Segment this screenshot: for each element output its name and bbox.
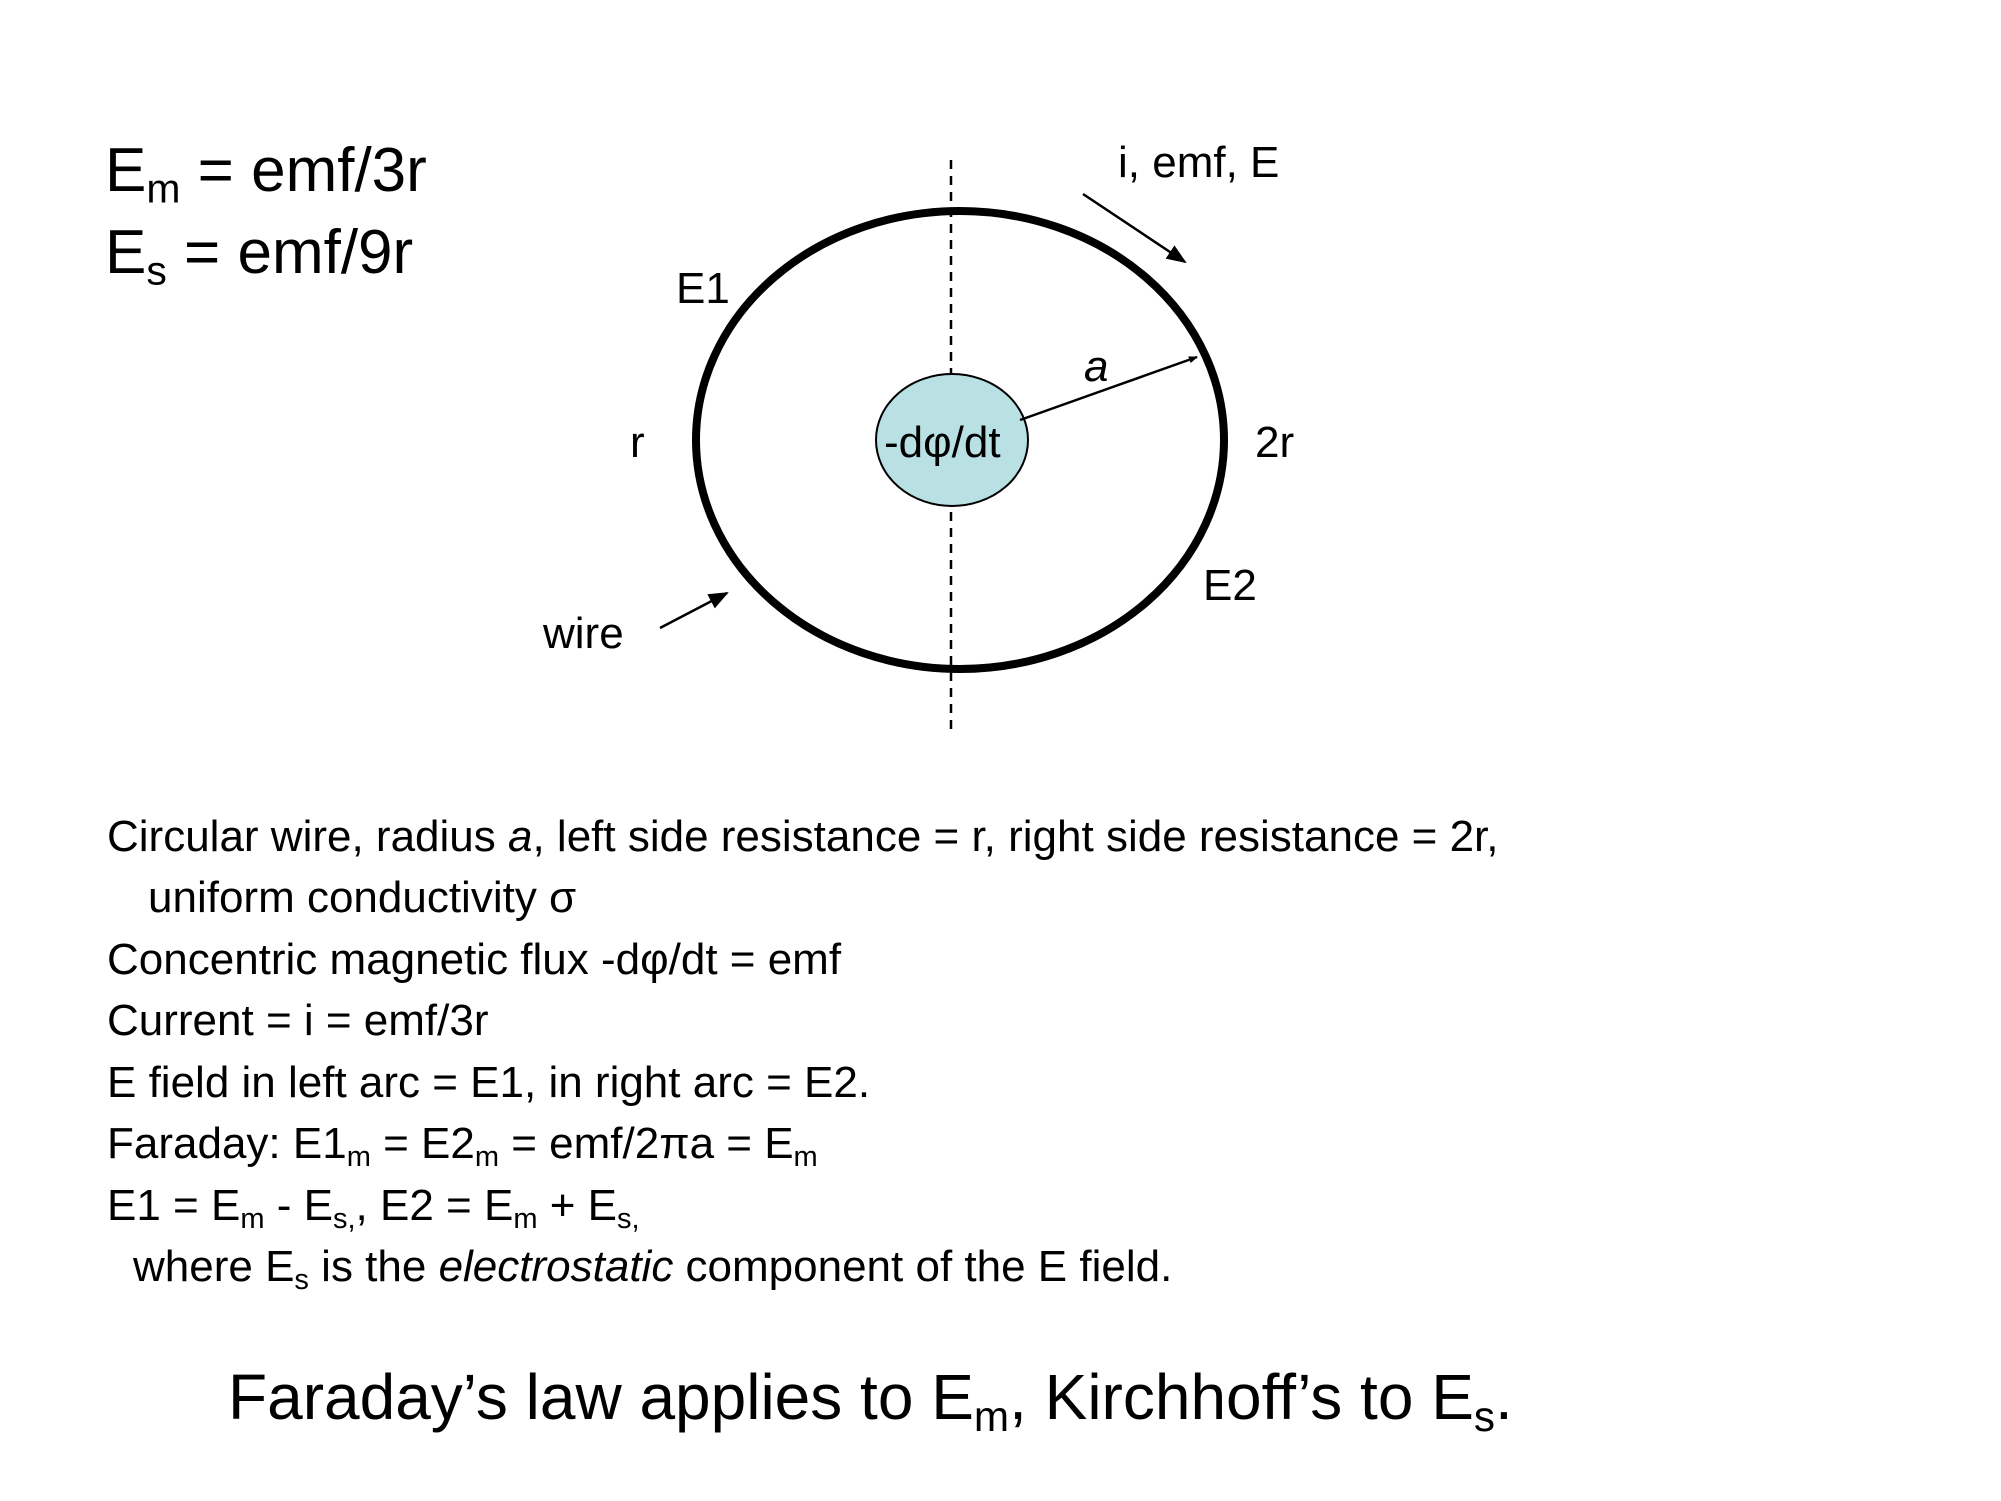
left-resistance-label: r	[630, 418, 645, 467]
e2-label: E2	[1203, 561, 1257, 610]
text-line-1: Circular wire, radius a, left side resis…	[107, 812, 1499, 861]
current-direction-arrow	[1082, 192, 1187, 264]
radius-arrow	[1019, 355, 1198, 422]
text-line-8: where Es is the electrostatic component …	[133, 1242, 1173, 1297]
equation-es: Es = emf/9r	[105, 218, 414, 294]
arrow-label: i, emf, E	[1118, 138, 1279, 187]
text-line-6: Faraday: E1m = E2m = emf/2πa = Em	[107, 1119, 818, 1174]
text-line-7: E1 = Em - Es,, E2 = Em + Es,	[107, 1181, 640, 1236]
e1-label: E1	[676, 264, 730, 313]
text-line-2: uniform conductivity σ	[148, 873, 577, 922]
footer-statement: Faraday’s law applies to Em, Kirchhoff’s…	[228, 1361, 1513, 1440]
flux-label: -dφ/dt	[884, 418, 1001, 467]
text-line-4: Current = i = emf/3r	[107, 996, 489, 1045]
text-line-3: Concentric magnetic flux -dφ/dt = emf	[107, 935, 842, 984]
flux-region	[875, 373, 1029, 507]
right-resistance-label: 2r	[1255, 418, 1294, 467]
wire-label: wire	[542, 609, 624, 658]
wire-loop	[692, 207, 1228, 673]
equation-em: Em = emf/3r	[105, 136, 427, 212]
wire-pointer-arrow	[659, 591, 729, 630]
radius-label: a	[1084, 342, 1108, 391]
text-line-5: E field in left arc = E1, in right arc =…	[107, 1058, 871, 1107]
